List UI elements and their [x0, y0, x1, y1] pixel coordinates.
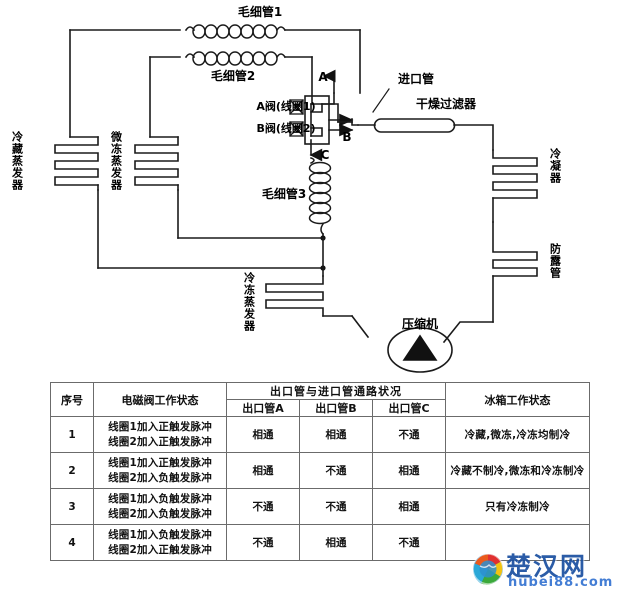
freezer-to-compressor-line — [350, 314, 370, 339]
header-port-group: 出口管与进口管通路状况 — [226, 382, 446, 400]
capillary-2-label: 毛细管2 — [211, 68, 255, 83]
valve-state-line-2: 线圈2加入负触发脉冲 — [108, 471, 212, 484]
valve-state-table: 序号 电磁阀工作状态 出口管与进口管通路状况 冰箱工作状态 出口管A 出口管B … — [50, 382, 590, 561]
micro-freeze-evaporator-label: 微冻蒸发器 — [109, 131, 123, 191]
valve-b-label: B阀(线圈2) — [256, 121, 315, 135]
cell-port-b: 不通 — [299, 488, 373, 525]
table-header-row-1: 序号 电磁阀工作状态 出口管与进口管通路状况 冰箱工作状态 — [50, 382, 590, 417]
cell-valve-state: 线圈1加入正触发脉冲 线圈2加入正触发脉冲 — [93, 416, 227, 453]
cell-port-b: 相通 — [299, 416, 373, 453]
header-valve-state: 电磁阀工作状态 — [93, 382, 227, 417]
fridge-evaporator-label: 冷藏蒸发器 — [10, 131, 24, 191]
cell-port-a: 不通 — [226, 488, 300, 525]
compressor-discharge-line — [442, 321, 494, 344]
table-row: 2 线圈1加入正触发脉冲 线圈2加入负触发脉冲 相通 不通 相通 冷藏不制冷,微… — [50, 452, 590, 489]
freezer-evaporator-label: 冷冻蒸发器 — [242, 272, 256, 332]
cell-port-b: 不通 — [299, 452, 373, 489]
cell-no: 3 — [50, 488, 94, 525]
capillary-tube-3-coil — [308, 157, 332, 236]
header-port-a: 出口管A — [226, 399, 300, 417]
dryer-to-condenser-line — [453, 124, 494, 151]
port-c-label: C — [321, 148, 330, 162]
capillary-1-coil — [192, 24, 278, 39]
valve-coil-1-symbol — [289, 99, 304, 115]
cell-port-a: 相通 — [226, 452, 300, 489]
table-row: 3 线圈1加入负触发脉冲 线圈2加入负触发脉冲 不通 不通 相通 只有冷冻制冷 — [50, 488, 590, 525]
refrigeration-circuit-diagram: 毛细管1 毛细管2 毛细管3 A阀(线圈1) B阀(线圈2) A B C 进口管… — [54, 4, 538, 373]
freezer-evaporator-coil — [265, 275, 353, 317]
cell-fridge-state: 冷藏不制冷,微冻和冷冻制冷 — [445, 452, 590, 489]
condenser-coil — [492, 149, 538, 223]
anti-dew-pipe-coil — [492, 221, 538, 323]
port-a-path — [321, 69, 339, 123]
fridge-evaporator-coil — [54, 136, 99, 269]
header-no: 序号 — [50, 382, 94, 417]
cell-no: 2 — [50, 452, 94, 489]
dryer-filter-body — [373, 118, 456, 133]
cell-no: 1 — [50, 416, 94, 453]
cell-port-b: 相通 — [299, 524, 373, 561]
capillary-3-label: 毛细管3 — [262, 186, 306, 201]
cell-port-a: 相通 — [226, 416, 300, 453]
micro-freeze-evaporator-coil — [134, 136, 179, 239]
table-row: 1 线圈1加入正触发脉冲 线圈2加入正触发脉冲 相通 相通 不通 冷藏,微冻,冷… — [50, 416, 590, 453]
cell-port-c: 相通 — [372, 488, 446, 525]
cell-port-c: 不通 — [372, 416, 446, 453]
cell-valve-state: 线圈1加入正触发脉冲 线圈2加入负触发脉冲 — [93, 452, 227, 489]
valve-state-line-1: 线圈1加入负触发脉冲 — [108, 493, 212, 506]
valve-state-line-2: 线圈2加入正触发脉冲 — [108, 435, 212, 448]
anti-dew-pipe-label: 防露管 — [548, 243, 562, 279]
cell-fridge-state — [445, 524, 590, 561]
dryer-filter-label: 干燥过滤器 — [416, 96, 477, 111]
capillary-2-coil — [192, 51, 278, 66]
valve-a-label: A阀(线圈1) — [256, 99, 315, 113]
cell-fridge-state: 只有冷冻制冷 — [445, 488, 590, 525]
inlet-pipe-path — [337, 88, 390, 126]
cell-valve-state: 线圈1加入负触发脉冲 线圈2加入负触发脉冲 — [93, 488, 227, 525]
cell-port-c: 不通 — [372, 524, 446, 561]
capillary-tube-1-path — [69, 24, 361, 94]
cell-port-c: 相通 — [372, 452, 446, 489]
valve-state-line-2: 线圈2加入正触发脉冲 — [108, 543, 212, 556]
cell-no: 4 — [50, 524, 94, 561]
valve-state-line-2: 线圈2加入负触发脉冲 — [108, 507, 212, 520]
capillary-1-label: 毛细管1 — [238, 4, 282, 19]
watermark-site-url: hubei88.com — [508, 575, 614, 590]
valve-state-line-1: 线圈1加入正触发脉冲 — [108, 457, 212, 470]
inlet-pipe-label: 进口管 — [398, 71, 434, 86]
cell-fridge-state: 冷藏,微冻,冷冻均制冷 — [445, 416, 590, 453]
header-port-c: 出口管C — [372, 399, 446, 417]
port-b-label: B — [342, 130, 351, 144]
header-fridge-state: 冰箱工作状态 — [445, 382, 590, 417]
port-a-label: A — [318, 70, 328, 84]
valve-coil-2-symbol — [289, 121, 304, 137]
header-port-b: 出口管B — [299, 399, 373, 417]
compressor-label: 压缩机 — [402, 316, 438, 331]
valve-state-line-1: 线圈1加入负触发脉冲 — [108, 529, 212, 542]
compressor-body — [387, 327, 453, 373]
port-b-path — [328, 113, 354, 137]
cell-port-a: 不通 — [226, 524, 300, 561]
condenser-label: 冷凝器 — [548, 148, 562, 184]
cell-valve-state: 线圈1加入负触发脉冲 线圈2加入正触发脉冲 — [93, 524, 227, 561]
table-row: 4 线圈1加入负触发脉冲 线圈2加入正触发脉冲 不通 相通 不通 — [50, 524, 590, 561]
valve-state-line-1: 线圈1加入正触发脉冲 — [108, 421, 212, 434]
